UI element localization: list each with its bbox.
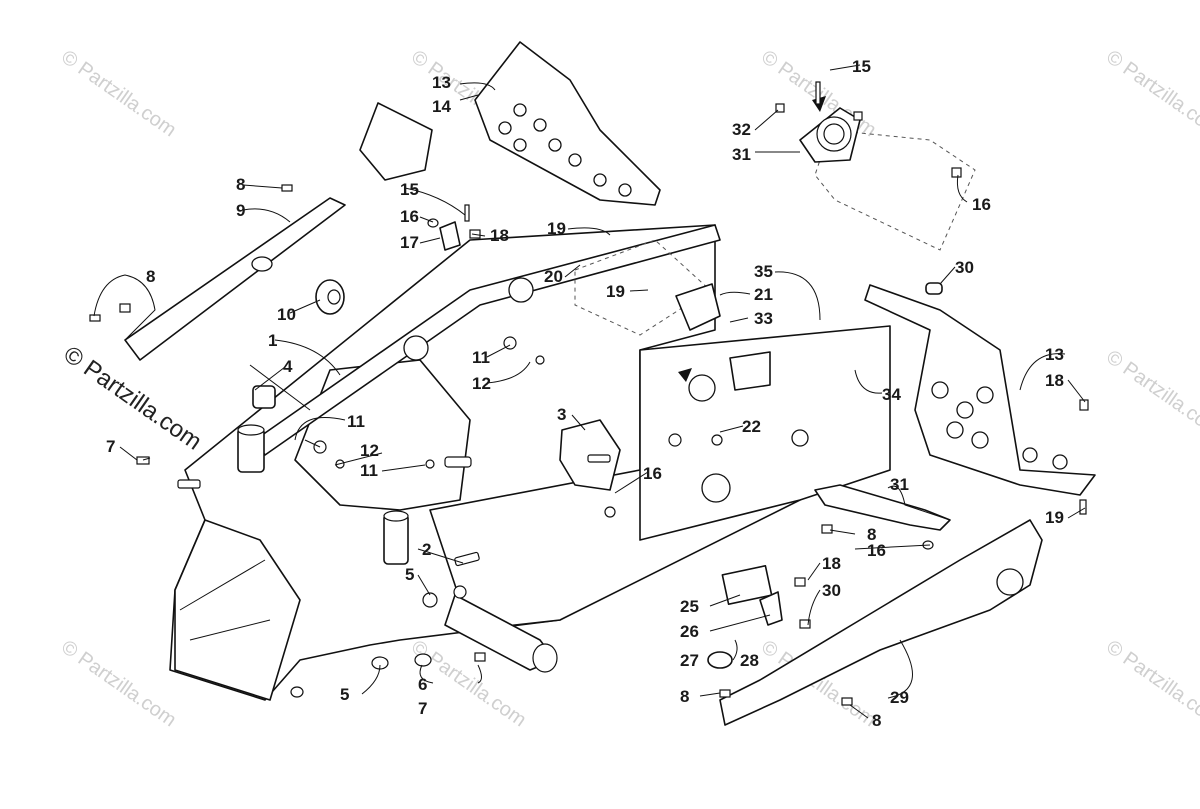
plate-23 — [721, 564, 773, 606]
callout-6: 6 — [418, 675, 427, 694]
dashed-plate-31 — [814, 129, 976, 251]
hardware — [89, 81, 1089, 706]
callout-5: 5 — [405, 565, 414, 584]
callout-8: 8 — [146, 267, 155, 286]
callout-7: 7 — [106, 437, 115, 456]
callout-24: 26 — [680, 622, 699, 641]
callout-12: 12 — [360, 441, 379, 460]
watermark-large: © Partzilla.com — [59, 341, 207, 456]
callout-29: 31 — [890, 475, 909, 494]
callout-28: 30 — [822, 581, 841, 600]
frame-rail-9 — [124, 197, 346, 361]
callout-19: 19 — [1045, 508, 1064, 527]
callout-26: 28 — [740, 651, 759, 670]
callout-25: 27 — [680, 651, 699, 670]
leader-lines — [93, 64, 1086, 719]
callout-19: 19 — [606, 282, 625, 301]
callout-33: 33 — [754, 309, 773, 328]
callout-4: 4 — [283, 357, 293, 376]
callout-11: 11 — [472, 348, 490, 367]
knob-25 — [707, 651, 733, 669]
callout-8: 8 — [867, 525, 876, 544]
callout-35: 35 — [754, 262, 773, 281]
callout-labels: 8 9 8 10 1 4 7 11 12 11 11 12 13 14 15 1… — [106, 57, 1064, 730]
watermark: © Partzilla.com — [1102, 346, 1200, 441]
callout-34: 34 — [882, 385, 901, 404]
callout-18: 18 — [490, 226, 509, 245]
callout-30: 30 — [955, 258, 974, 277]
frame-front-nose — [174, 519, 301, 701]
callout-21: 21 — [754, 285, 773, 304]
link-arm-29 — [814, 484, 951, 531]
callout-10: 10 — [277, 305, 296, 324]
callout-16: 16 — [867, 541, 886, 560]
frame-top-rail — [254, 224, 721, 456]
bushing-4 — [252, 385, 276, 409]
callout-15: 15 — [400, 180, 419, 199]
callout-2: 2 — [422, 540, 431, 559]
callout-27: 29 — [890, 688, 909, 707]
callout-14: 14 — [432, 97, 451, 116]
callout-16: 16 — [643, 464, 662, 483]
callout-20: 20 — [544, 267, 563, 286]
watermark: © Partzilla.com — [57, 46, 180, 141]
callout-15: 15 — [852, 57, 871, 76]
shield-14 — [359, 102, 433, 181]
callout-5: 5 — [340, 685, 349, 704]
callout-7: 7 — [418, 699, 427, 718]
watermark: © Partzilla.com — [1102, 46, 1200, 141]
callout-19: 19 — [547, 219, 566, 238]
callout-18: 18 — [1045, 371, 1064, 390]
parts-artwork — [89, 41, 1096, 726]
callout-3: 3 — [557, 405, 566, 424]
callout-22: 22 — [742, 417, 761, 436]
callout-8: 8 — [680, 687, 689, 706]
callout-12: 12 — [472, 374, 491, 393]
callout-16: 16 — [400, 207, 419, 226]
callout-23: 25 — [680, 597, 699, 616]
callout-11: 11 — [360, 461, 378, 480]
callout-32: 32 — [732, 120, 751, 139]
mount-bracket-21 — [675, 283, 721, 331]
callout-1: 1 — [268, 331, 277, 350]
callout-17: 17 — [400, 233, 419, 252]
watermark: © Partzilla.com — [1102, 636, 1200, 731]
callout-8: 8 — [236, 175, 245, 194]
callout-11: 11 — [347, 412, 365, 431]
callout-13: 13 — [432, 73, 451, 92]
plate-dashed-outline — [574, 239, 711, 336]
side-rail-27 — [719, 519, 1043, 726]
watermark: © Partzilla.com — [57, 636, 180, 731]
callout-16: 16 — [972, 195, 991, 214]
callout-13: 13 — [1045, 345, 1064, 364]
callout-31: 31 — [732, 145, 751, 164]
callout-9: 9 — [236, 201, 245, 220]
callout-18: 18 — [822, 554, 841, 573]
callout-8: 8 — [872, 711, 881, 730]
skid-plate-13-top — [474, 41, 661, 206]
cap-30 — [925, 282, 943, 295]
